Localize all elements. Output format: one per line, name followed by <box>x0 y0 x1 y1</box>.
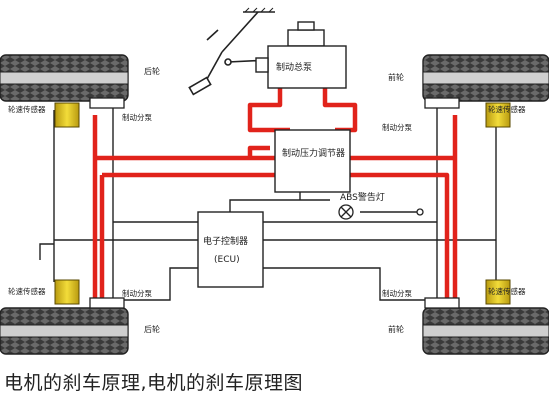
abs-lamp-label: ABS警告灯 <box>340 191 385 203</box>
label-cylinder-br: 制动分泵 <box>382 288 412 298</box>
label-sensor-br: 轮速传感器 <box>488 286 526 296</box>
image-caption: 电机的刹车原理,电机的刹车原理图 <box>4 372 304 394</box>
wheel-top-right <box>422 54 549 102</box>
master-cylinder: 制动总泵 <box>255 21 347 89</box>
label-sensor-tl: 轮速传感器 <box>8 104 46 114</box>
label-rear-wheel-bottom: 后轮 <box>144 324 160 334</box>
label-front-wheel-bottom: 前轮 <box>388 324 404 334</box>
wheel-speed-sensors <box>54 102 511 305</box>
ecu: 电子控制器 (ECU) <box>197 211 264 288</box>
hydraulic-lines <box>92 88 458 308</box>
label-cylinder-tr: 制动分泵 <box>382 122 412 132</box>
wheel-bottom-left <box>0 307 129 355</box>
ecu-label: 电子控制器 <box>203 235 248 247</box>
label-front-wheel-top: 前轮 <box>388 72 404 82</box>
pressure-regulator: 制动压力调节器 <box>274 129 351 193</box>
label-cylinder-bl: 制动分泵 <box>122 288 152 298</box>
pressure-regulator-label: 制动压力调节器 <box>282 147 345 159</box>
label-rear-wheel-top: 后轮 <box>144 66 160 76</box>
master-cylinder-label: 制动总泵 <box>276 61 312 73</box>
label-sensor-bl: 轮速传感器 <box>8 286 46 296</box>
brake-cylinders <box>89 97 460 309</box>
ecu-abbr: (ECU) <box>214 255 240 265</box>
wheel-bottom-right <box>422 307 549 355</box>
abs-warning-lamp: ABS警告灯 <box>338 191 424 220</box>
brake-pedal <box>188 7 275 96</box>
label-cylinder-tl: 制动分泵 <box>122 112 152 122</box>
wheel-top-left <box>0 54 129 102</box>
label-sensor-tr: 轮速传感器 <box>488 104 526 114</box>
